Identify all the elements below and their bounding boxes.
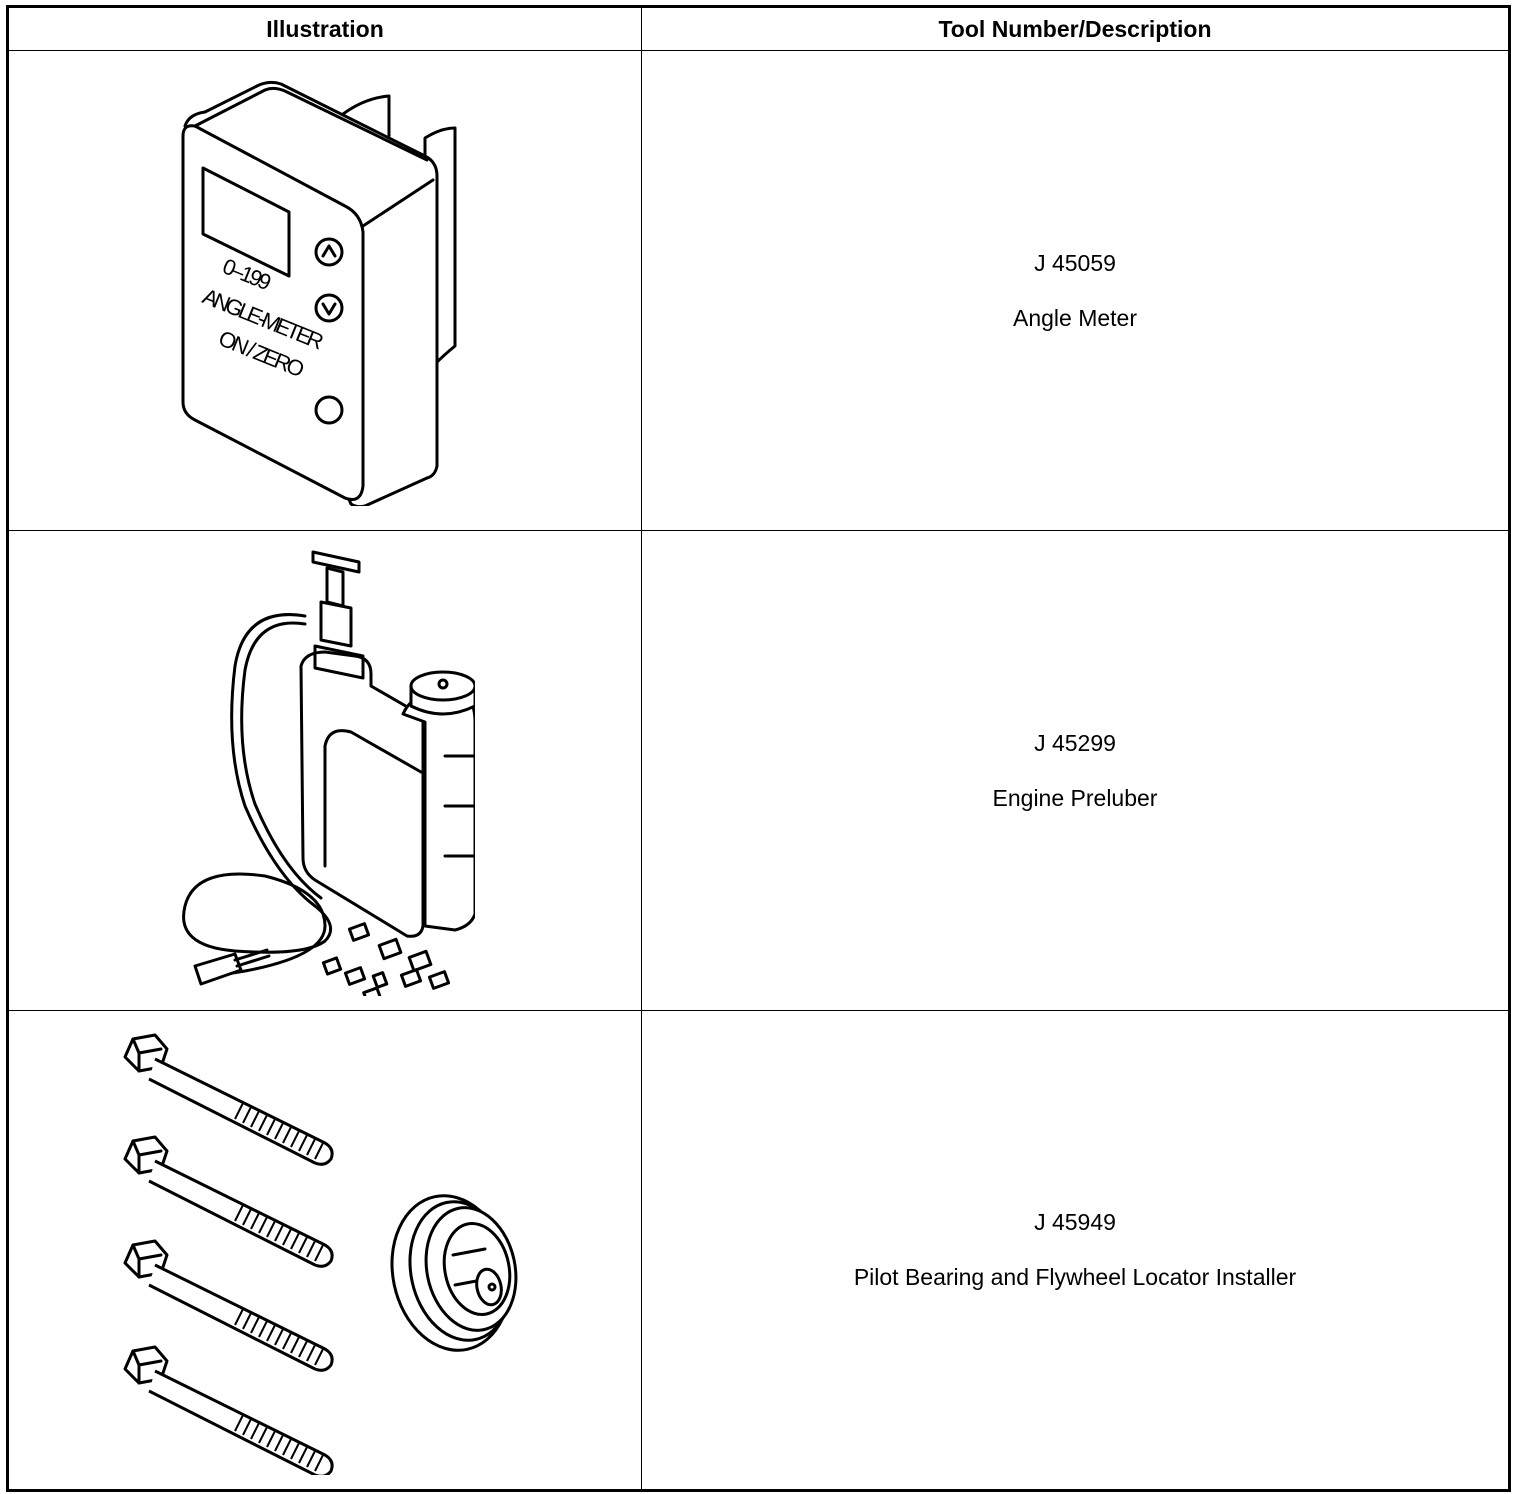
description-cell: J 45059 Angle Meter	[641, 50, 1510, 531]
table-row: J 45299 Engine Preluber	[7, 530, 1510, 1011]
tool-description: Angle Meter	[1012, 304, 1137, 331]
special-tools-table: Illustration Tool Number/Description	[6, 5, 1511, 1492]
angle-meter-illustration: 0–199 ANGLE-METER ON / ZERO	[181, 80, 457, 506]
illustration-cell	[7, 530, 642, 1011]
header-illustration: Illustration	[7, 6, 642, 51]
engine-preluber-illustration	[182, 550, 475, 996]
tool-number: J 45059	[1034, 249, 1116, 276]
tool-description: Engine Preluber	[992, 784, 1158, 811]
header-tool-number-description: Tool Number/Description	[641, 6, 1510, 51]
pilot-bearing-installer-illustration	[123, 1033, 518, 1475]
description-cell: J 45949 Pilot Bearing and Flywheel Locat…	[641, 1010, 1510, 1491]
description-cell: J 45299 Engine Preluber	[641, 530, 1510, 1011]
table-row: J 45949 Pilot Bearing and Flywheel Locat…	[7, 1010, 1510, 1491]
tool-number: J 45949	[1034, 1209, 1116, 1235]
table-row: 0–199 ANGLE-METER ON / ZERO J 45059 Angl…	[7, 50, 1510, 531]
table-header-row: Illustration Tool Number/Description	[7, 6, 1510, 51]
illustration-cell	[7, 1010, 642, 1491]
illustration-cell: 0–199 ANGLE-METER ON / ZERO	[7, 50, 642, 531]
tool-description: Pilot Bearing and Flywheel Locator Insta…	[853, 1264, 1297, 1290]
tool-number: J 45299	[1034, 729, 1116, 756]
